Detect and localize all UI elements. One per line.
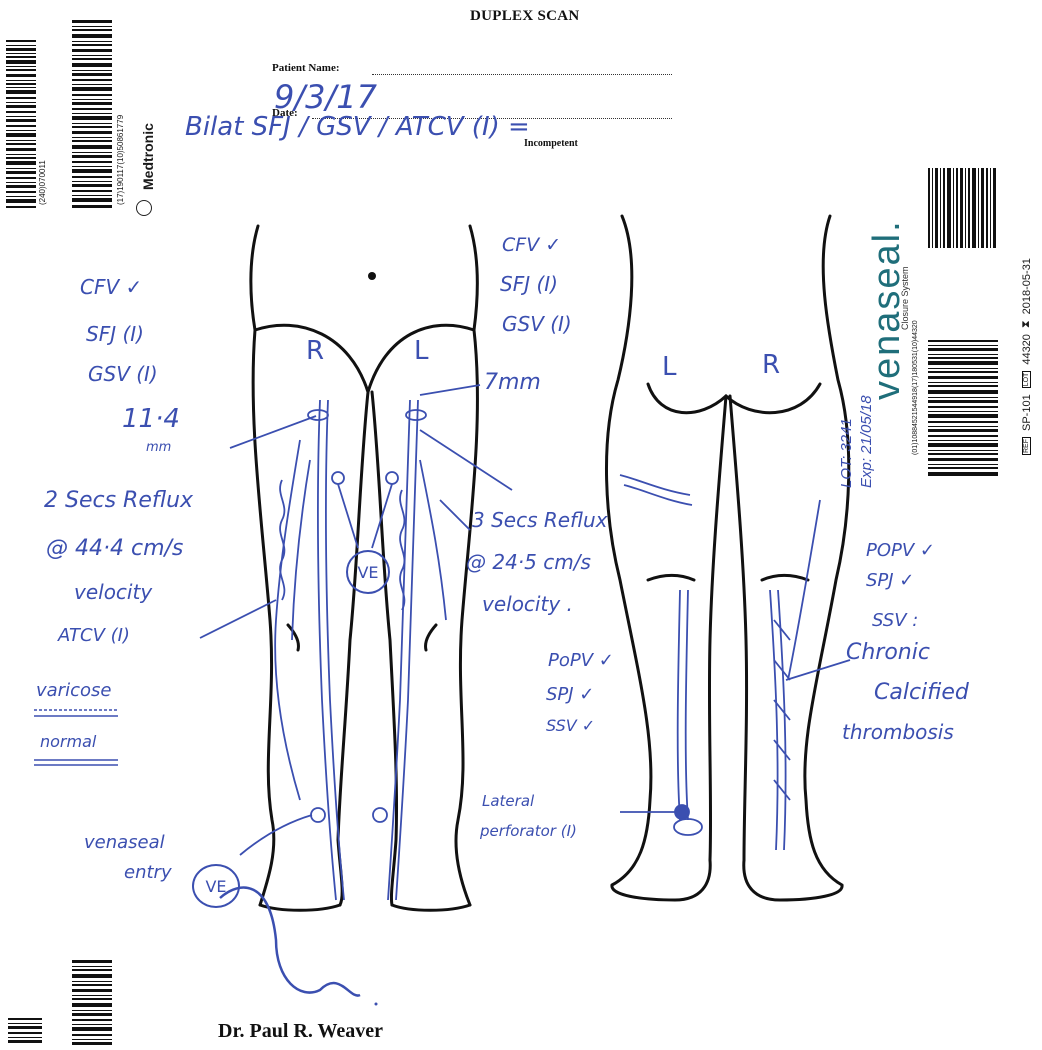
lot-handwritten: LOT: 3241 xyxy=(838,418,855,488)
chronic-note-line-3: thrombosis xyxy=(842,720,954,744)
ve-marker-entry: VE xyxy=(192,864,240,908)
signature-name: Dr. Paul R. Weaver xyxy=(218,1020,383,1043)
legend-normal: normal xyxy=(40,732,96,751)
left-reflux-line-3: velocity . xyxy=(482,592,573,616)
mid-popv-note: PoPV ✓ xyxy=(548,650,614,671)
mid-ssv-note: SSV ✓ xyxy=(546,716,595,735)
lateral-note-line-1: Lateral xyxy=(482,792,534,810)
right-spj-note: SPJ ✓ xyxy=(866,570,914,591)
right-reflux-line-3: velocity xyxy=(74,580,152,604)
right-popv-note: POPV ✓ xyxy=(866,540,935,561)
front-label-left: L xyxy=(414,336,429,366)
right-gsv-note: GSV (I) xyxy=(88,362,158,386)
left-reflux-line-2: @ 24·5 cm/s xyxy=(466,550,591,574)
ve-marker-thigh: VE xyxy=(346,550,390,594)
right-diameter-note: 11·4 xyxy=(122,404,180,434)
back-label-left: L xyxy=(662,352,677,382)
chronic-note-line-1: Chronic xyxy=(846,640,930,665)
left-reflux-line-1: 3 Secs Reflux xyxy=(472,508,608,532)
left-diameter-note: 7mm xyxy=(484,370,541,395)
front-label-right: R xyxy=(306,336,324,366)
expiry-handwritten: Exp: 21/05/18 xyxy=(858,395,875,488)
left-sfj-note: SFJ (I) xyxy=(500,272,558,296)
chronic-note-line-2: Calcified xyxy=(874,680,969,705)
venaseal-entry-line-1: venaseal xyxy=(84,832,165,853)
right-cfv-note: CFV ✓ xyxy=(80,275,142,299)
mid-spj-note: SPJ ✓ xyxy=(546,684,594,705)
right-atcv-note: ATCV (I) xyxy=(58,625,130,646)
back-view-outline xyxy=(606,216,848,900)
bottom-barcode-2 xyxy=(72,960,112,1046)
bottom-barcode-1 xyxy=(8,1018,42,1046)
lateral-note-line-2: perforator (I) xyxy=(480,822,577,840)
front-veins xyxy=(200,385,512,900)
right-reflux-line-1: 2 Secs Reflux xyxy=(44,488,193,513)
back-label-right: R xyxy=(762,350,780,380)
right-reflux-line-2: @ 44·4 cm/s xyxy=(46,536,183,561)
right-ssv-note: SSV : xyxy=(872,610,918,631)
back-veins xyxy=(620,475,850,850)
right-diameter-unit: mm xyxy=(146,440,171,455)
left-gsv-note: GSV (I) xyxy=(502,312,572,336)
left-cfv-note: CFV ✓ xyxy=(502,234,561,256)
venaseal-entry-line-2: entry xyxy=(124,862,172,883)
right-sfj-note: SFJ (I) xyxy=(86,322,144,346)
legend-varicose: varicose xyxy=(36,680,111,701)
